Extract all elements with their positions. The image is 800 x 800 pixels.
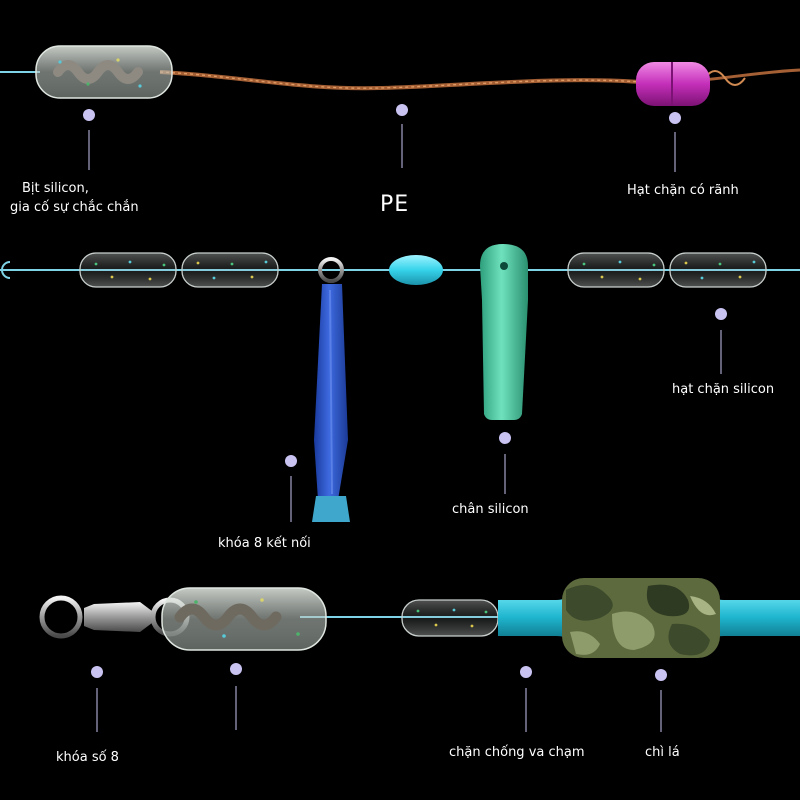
marker-silicon-cap <box>83 109 95 170</box>
row-3 <box>39 578 800 658</box>
row-2 <box>0 244 800 522</box>
label-pe: PE <box>380 192 410 217</box>
anti-collision-bead <box>401 599 499 637</box>
sleeve-right <box>712 592 800 642</box>
marker-connector-swivel <box>285 455 297 522</box>
line-end <box>1 261 11 279</box>
knot <box>704 70 746 86</box>
label-connector-swivel: khóa 8 kết nối <box>218 536 311 551</box>
green-foot <box>480 244 528 420</box>
camo-sinker <box>562 578 720 658</box>
silicon-cap-row3 <box>161 587 327 651</box>
cyan-oval-bead <box>389 255 443 285</box>
label-grooved-stopper: Hạt chặn có rãnh <box>627 183 739 198</box>
marker-silicon-foot <box>499 432 511 494</box>
pe-braid-texture <box>159 71 641 89</box>
stopper-bead-1 <box>79 252 177 288</box>
label-lead-sinker: chì lá <box>645 745 680 760</box>
label-silicon-foot: chân silicon <box>452 502 529 517</box>
markers <box>83 104 727 732</box>
row-1 <box>0 45 800 106</box>
grooved-bead <box>636 62 710 106</box>
label-silicon-stopper: hạt chặn silicon <box>672 382 775 397</box>
label-silicon-cap-line1: Bịt silicon, <box>22 181 89 196</box>
marker-silicon-cap-row3 <box>230 663 242 730</box>
marker-silicon-stopper <box>715 308 727 374</box>
marker-pe <box>396 104 408 168</box>
marker-grooved-stopper <box>669 112 681 172</box>
silicon-cap-row1 <box>35 45 173 99</box>
blue-clip <box>312 257 350 522</box>
sleeve-left <box>498 592 568 642</box>
stopper-bead-2 <box>181 252 279 288</box>
marker-anti-collision <box>520 666 532 732</box>
label-swivel-8: khóa số 8 <box>56 750 119 765</box>
label-anti-collision-stopper: chặn chống va chạm <box>449 745 585 760</box>
stopper-bead-3 <box>567 252 665 288</box>
marker-lead-sinker <box>655 669 667 732</box>
label-silicon-cap-line2: gia cố sự chắc chắn <box>10 200 139 215</box>
stopper-bead-4 <box>669 252 767 288</box>
marker-swivel-8 <box>91 666 103 732</box>
